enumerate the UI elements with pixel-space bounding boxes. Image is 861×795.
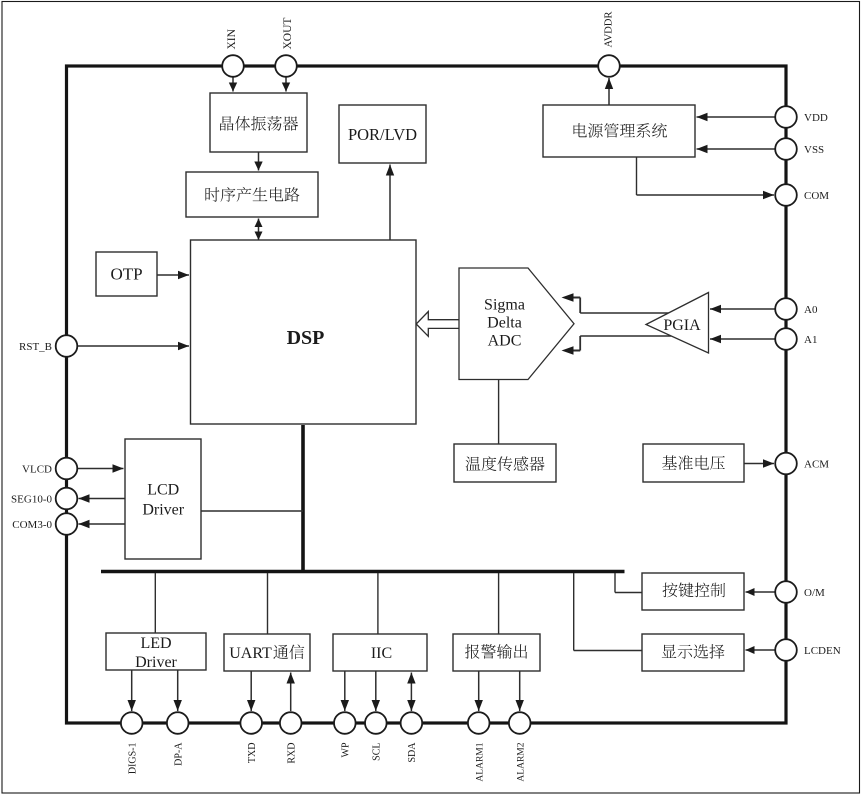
svg-text:LCD: LCD [147, 482, 179, 499]
svg-text:DSP: DSP [287, 327, 325, 349]
svg-text:ACM: ACM [804, 458, 829, 470]
svg-text:VSS: VSS [804, 144, 824, 156]
svg-text:ADC: ADC [488, 332, 522, 349]
svg-text:Driver: Driver [142, 502, 184, 519]
svg-text:TXD: TXD [247, 743, 258, 764]
svg-text:XIN: XIN [226, 28, 238, 49]
svg-text:LCDEN: LCDEN [804, 645, 841, 657]
svg-text:UART: UART [229, 645, 272, 662]
svg-text:VDD: VDD [804, 112, 828, 124]
svg-text:COM3-0: COM3-0 [12, 519, 52, 531]
svg-text:WP: WP [341, 742, 352, 757]
svg-text:SEG10-0: SEG10-0 [11, 493, 52, 505]
svg-text:RST_B: RST_B [19, 341, 52, 353]
svg-text:LED: LED [140, 635, 171, 652]
svg-text:Driver: Driver [135, 654, 177, 671]
svg-text:PGIA: PGIA [663, 317, 701, 334]
svg-text:A0: A0 [804, 304, 818, 316]
svg-text:POR/LVD: POR/LVD [348, 125, 417, 144]
svg-text:XOUT: XOUT [282, 18, 294, 50]
svg-text:COM: COM [804, 190, 829, 202]
svg-text:SCL: SCL [372, 743, 383, 761]
svg-text:SDA: SDA [407, 742, 418, 763]
svg-text:O/M: O/M [804, 587, 825, 599]
svg-text:A1: A1 [804, 334, 817, 346]
svg-text:DP-A: DP-A [173, 742, 184, 766]
svg-text:ALARM2: ALARM2 [516, 742, 526, 781]
svg-text:Delta: Delta [487, 314, 522, 331]
svg-text:RXD: RXD [286, 743, 297, 764]
svg-text:AVDDR: AVDDR [604, 12, 615, 48]
svg-text:OTP: OTP [110, 265, 142, 284]
svg-text:IIC: IIC [371, 645, 392, 662]
svg-text:Sigma: Sigma [484, 296, 525, 313]
svg-text:ALARM1: ALARM1 [475, 742, 485, 781]
svg-text:DIGS-1: DIGS-1 [127, 743, 138, 775]
svg-text:VLCD: VLCD [22, 463, 52, 475]
